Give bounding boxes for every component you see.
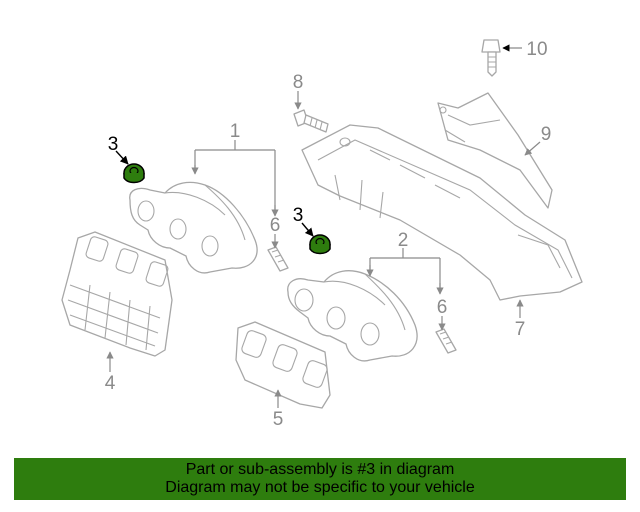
callout-3a: 3	[108, 134, 119, 155]
callout-6b: 6	[437, 297, 448, 318]
heat-shield-part-7	[301, 124, 583, 301]
callout-3b: 3	[293, 205, 304, 226]
callout-2: 2	[398, 230, 409, 251]
nut-part-3b	[309, 234, 331, 255]
callout-9: 9	[541, 124, 552, 145]
gasket-part-4	[61, 231, 173, 357]
exhaust-manifold-part-1	[129, 181, 258, 274]
nut-part-3a	[123, 163, 145, 184]
stud-part-6a	[267, 246, 289, 272]
banner-line-1: Part or sub-assembly is #3 in diagram	[185, 461, 455, 478]
callout-5: 5	[273, 409, 284, 430]
callout-6a: 6	[270, 215, 281, 236]
exhaust-manifold-part-2	[287, 270, 418, 362]
gasket-part-5	[235, 321, 331, 409]
bracket-part-9	[437, 92, 553, 209]
callout-1: 1	[230, 121, 241, 142]
bolt-part-10	[481, 39, 501, 77]
leader-lines	[106, 44, 541, 408]
callout-4: 4	[105, 373, 116, 394]
bolt-part-8	[293, 109, 329, 133]
callout-8: 8	[293, 72, 304, 93]
stud-part-6b	[435, 328, 457, 354]
part-notice-banner: Part or sub-assembly is #3 in diagram Di…	[14, 458, 626, 500]
callout-10: 10	[526, 39, 547, 60]
banner-line-2: Diagram may not be specific to your vehi…	[165, 479, 475, 496]
callout-7: 7	[515, 319, 526, 340]
